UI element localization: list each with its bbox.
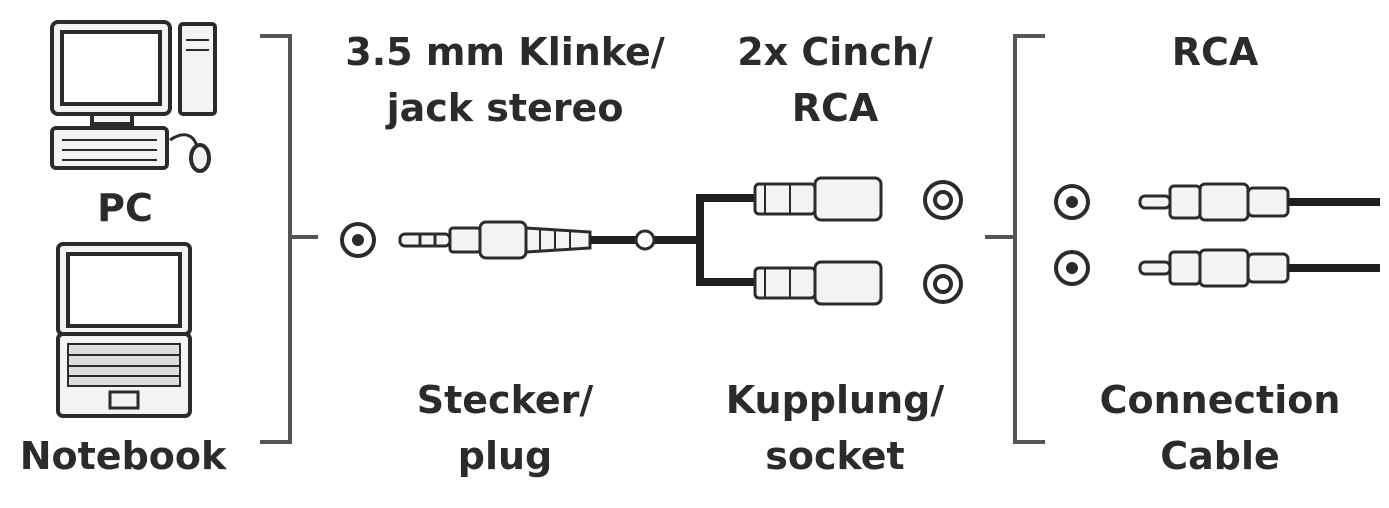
socket-label: Kupplung/ socket [710, 372, 960, 484]
cable-join-marker [634, 229, 656, 251]
cinch-rca-label: 2x Cinch/ RCA [720, 24, 950, 136]
cable-label-line1: Connection [1099, 378, 1341, 422]
pc-label: PC [80, 180, 170, 236]
notebook-label: Notebook [18, 428, 228, 484]
rca-title-label: RCA [1140, 24, 1290, 80]
cable-label-line2: Cable [1160, 434, 1280, 478]
cinch-label-line1: 2x Cinch/ [737, 30, 933, 74]
connection-cable-label: Connection Cable [1085, 372, 1355, 484]
right-bracket [985, 34, 1045, 444]
jack-socket-icon [340, 222, 376, 258]
plug-label: Stecker/ plug [390, 372, 620, 484]
rca-coupling-top [753, 176, 883, 222]
pc-label-text: PC [97, 186, 153, 230]
left-bracket [260, 34, 318, 444]
rca-socket-face-bottom [923, 264, 963, 304]
y-cable [590, 194, 758, 286]
rca-title-text: RCA [1171, 30, 1259, 74]
pc-icon [50, 20, 217, 173]
socket-label-line2: socket [765, 434, 905, 478]
jack-plug-icon [398, 220, 592, 260]
cinch-label-line2: RCA [791, 86, 879, 130]
rca-socket-face-top [923, 180, 963, 220]
rca-plug-bottom [1138, 248, 1380, 288]
notebook-icon [56, 242, 192, 418]
plug-label-line2: plug [457, 434, 553, 478]
rca-device-socket-bottom [1054, 250, 1090, 286]
notebook-label-text: Notebook [19, 434, 227, 478]
rca-device-socket-top [1054, 184, 1090, 220]
rca-coupling-bottom [753, 260, 883, 306]
jack-stereo-label: 3.5 mm Klinke/ jack stereo [340, 24, 670, 136]
jack-label-line2: jack stereo [386, 86, 624, 130]
socket-label-line1: Kupplung/ [725, 378, 945, 422]
plug-label-line1: Stecker/ [416, 378, 594, 422]
rca-plug-top [1138, 182, 1380, 222]
jack-label-line1: 3.5 mm Klinke/ [345, 30, 665, 74]
